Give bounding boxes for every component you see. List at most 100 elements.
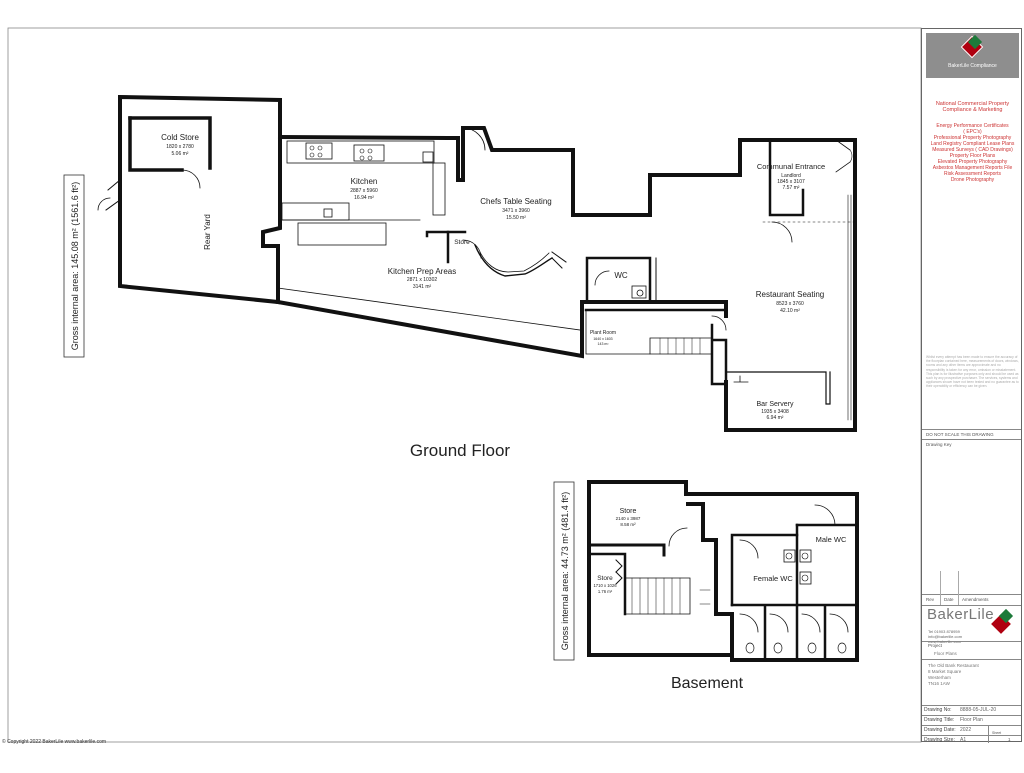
- service-item: Elevated Property Photography: [937, 159, 1008, 165]
- service-item: Measured Surveys ( CAD Drawings): [932, 147, 1013, 153]
- basement-gross-area: Gross internal area: 44.73 m² (481.4 ft²…: [560, 492, 570, 651]
- basement-store-a-area: 8.58 m²: [620, 522, 636, 527]
- divider: [922, 715, 1021, 716]
- basement-title: Basement: [671, 675, 744, 692]
- drawing-title-value: Floor Plan: [960, 717, 983, 723]
- do-not-scale: DO NOT SCALE THIS DRAWING: [926, 432, 994, 437]
- communal-entrance-sub: Landlord: [781, 173, 801, 179]
- ground-gross-area-box: [63, 174, 85, 358]
- drawing-no-label: Drawing No:: [924, 707, 952, 713]
- restaurant-seating-area: 42.10 m²: [780, 308, 800, 314]
- male-wc-name: Male WC: [816, 535, 847, 544]
- divider: [922, 735, 1021, 736]
- brand-name: BakerLile: [927, 606, 995, 623]
- communal-entrance-dims: 1845 x 3107: [777, 179, 805, 185]
- restaurant-seating-name: Restaurant Seating: [756, 290, 825, 299]
- contact-line: info@bakerlile.com: [928, 634, 963, 639]
- bar-servery-name: Bar Servery: [757, 401, 794, 408]
- female-wc-name: Female WC: [753, 574, 793, 583]
- divider: [922, 641, 1021, 642]
- bakerlile-logo: [991, 608, 1014, 634]
- drawing-date-value: 2022: [960, 727, 972, 733]
- plant-room-area: 143 m²: [598, 342, 610, 346]
- bakerlile-compliance-logo: BakerLile Compliance: [926, 33, 1019, 78]
- divider: [922, 705, 1021, 706]
- kitchen-prep-dims: 2871 x 10302: [407, 277, 438, 283]
- service-item: Energy Performance Certificates: [936, 123, 1009, 129]
- communal-entrance-area: 7.57 m²: [783, 185, 800, 191]
- contact-line: Tel 01903 878959: [928, 629, 960, 634]
- title-block: BakerLile Compliance National Commercial…: [921, 28, 1022, 743]
- project-label: Project: [928, 643, 943, 648]
- sheet-label: Sheet: [992, 731, 1002, 735]
- kitchen-prep-area: 3141 m²: [413, 284, 432, 290]
- project-address: The Old Bank Restaurant 8 Market Square …: [928, 663, 979, 687]
- sheet-number: 1: [1008, 737, 1011, 742]
- services-list: National Commercial Property Compliance …: [926, 101, 1019, 183]
- divider: [922, 659, 1021, 660]
- communal-entrance-name: Communal Entrance: [757, 162, 825, 171]
- ground-floor-plan: [97, 94, 857, 432]
- bar-servery-area: 6.94 m²: [767, 415, 784, 421]
- rev-header: Rev: [926, 597, 935, 602]
- basement-store-a-name: Store: [620, 508, 637, 515]
- ground-floor-title: Ground Floor: [410, 441, 510, 460]
- chefs-table-area: 15.50 m²: [506, 215, 526, 221]
- plant-room-dims: 1640 x 1603: [593, 337, 612, 341]
- rear-yard-name: Rear Yard: [203, 214, 212, 250]
- service-item: Drone Photography: [950, 177, 995, 183]
- address-line: TN16 1AW: [928, 681, 950, 686]
- copyright-footer: © Copyright 2022 BakerLile www.bakerlile…: [2, 739, 107, 745]
- drawing-date-label: Drawing Date:: [924, 727, 956, 733]
- divider: [922, 429, 1021, 430]
- disclaimer: Whilst every attempt has been made to en…: [926, 355, 1019, 389]
- drawing-no-value: 8888-05-JUL-20: [960, 707, 997, 713]
- drawing-size-row: Drawing Size: A1: [924, 737, 966, 743]
- kitchen-area: 16.94 m²: [354, 195, 374, 201]
- cold-store-area: 5.06 m²: [172, 151, 189, 157]
- drawing-date-row: Drawing Date: 2022: [924, 727, 971, 733]
- service-item: ( EPC's): [963, 129, 982, 135]
- basement-store-b-area: 1.76 m²: [598, 589, 613, 594]
- drawing-key-label: Drawing Key: [926, 442, 952, 447]
- basement-store-b-dims: 1710 x 1026: [593, 583, 617, 588]
- date-header: Date: [944, 597, 954, 602]
- project-value: Floor Plans: [934, 651, 957, 656]
- logo-caption: BakerLile Compliance: [948, 63, 997, 69]
- divider: [922, 725, 1021, 726]
- drawing-title-row: Drawing Title: Floor Plan: [924, 717, 983, 723]
- store-name: Store: [454, 239, 470, 246]
- company-tagline: National Commercial Property Compliance …: [935, 101, 1010, 113]
- divider: [922, 605, 1021, 606]
- drawing-size-value: A1: [960, 737, 967, 743]
- plant-room-name: Plant Room: [590, 330, 616, 336]
- drawing-title-label: Drawing Title:: [924, 717, 955, 723]
- kitchen-name: Kitchen: [351, 177, 378, 186]
- service-item: Professional Property Photography: [933, 135, 1012, 141]
- basement-store-b-name: Store: [597, 575, 613, 582]
- service-item: Risk Assessment Reports: [944, 171, 1001, 177]
- divider: [922, 594, 1021, 595]
- chefs-table-dims: 3471 x 3960: [502, 208, 530, 214]
- kitchen-prep-name: Kitchen Prep Areas: [388, 267, 456, 276]
- basement-gross-area-box: [553, 481, 575, 661]
- address-line: Westerham: [928, 675, 951, 680]
- amendments-header: Amendments: [962, 597, 989, 602]
- basement-store-a-dims: 2140 x 3987: [616, 516, 641, 521]
- drawing-size-label: Drawing Size:: [924, 737, 955, 743]
- service-item: Asbestos Management Reports File: [932, 165, 1013, 171]
- bar-servery-dims: 1935 x 3408: [761, 409, 789, 415]
- service-item: Land Registry Compliant Lease Plans: [930, 141, 1015, 147]
- service-item: Property Floor Plans: [949, 153, 996, 159]
- kitchen-dims: 2887 x 5960: [350, 188, 378, 194]
- drawing-no-row: Drawing No: 8888-05-JUL-20: [924, 707, 996, 713]
- address-line: The Old Bank Restaurant: [928, 663, 979, 668]
- restaurant-seating-dims: 8523 x 3760: [776, 301, 804, 307]
- cold-store-name: Cold Store: [161, 133, 199, 142]
- basement-plan: [587, 480, 859, 662]
- ground-gross-area: Gross internal area: 145.08 m² (1561.6 f…: [70, 182, 80, 351]
- address-line: 8 Market Square: [928, 669, 962, 674]
- divider: [922, 439, 1021, 440]
